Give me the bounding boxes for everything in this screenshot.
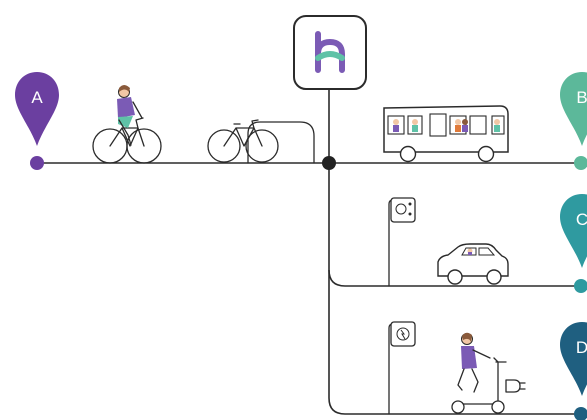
pin-letter: B — [576, 88, 587, 107]
pin-letter: C — [576, 210, 587, 229]
bus-icon — [383, 105, 509, 163]
pin-letter: D — [576, 338, 587, 357]
pin-a: A — [15, 72, 59, 170]
hub-logo — [293, 15, 367, 90]
ev-charger-icon — [388, 197, 416, 287]
hub-junction — [322, 156, 336, 170]
pin-c: C — [560, 194, 587, 293]
h-logo-icon — [315, 31, 345, 73]
cyclist-icon — [92, 85, 162, 164]
pin-letter: A — [31, 88, 43, 107]
bicycle-rack-icon — [207, 119, 315, 164]
car-icon — [437, 243, 509, 285]
route-hub-d — [328, 270, 587, 415]
pin-d: D — [560, 322, 587, 420]
scooter-charger-icon — [388, 321, 416, 415]
plug-icon — [505, 379, 526, 393]
scooter-rider-icon — [451, 332, 507, 414]
pin-b: B — [560, 72, 587, 170]
route-lines — [37, 90, 587, 415]
